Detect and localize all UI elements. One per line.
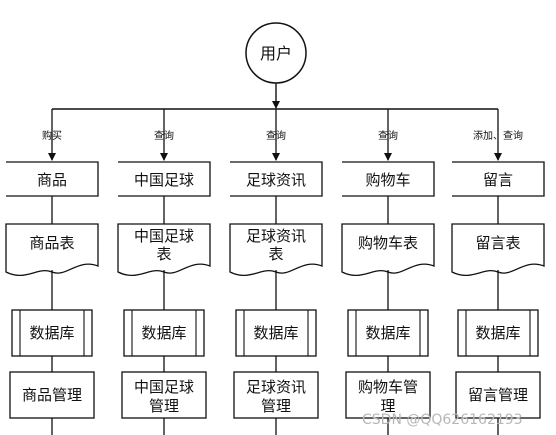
management-box [9,371,95,419]
management-label-line2: 管理 [149,397,179,415]
management-label-line1: 足球资讯 [246,378,306,396]
database-label: 数据库 [253,324,298,342]
table-label: 商品表 [29,234,74,252]
management-label-line2: 理 [380,397,395,415]
database-label: 数据库 [29,324,74,342]
table-label-line2: 表 [156,245,171,263]
management-label-line1: 中国足球 [134,378,194,396]
user-node-label: 用户 [260,44,292,63]
database-label: 数据库 [475,324,520,342]
management-label-line2: 管理 [261,397,291,415]
management-label-line1: 购物车管 [358,378,418,396]
table-label: 留言表 [475,234,520,252]
module-label: 购物车 [365,171,410,189]
database-box [347,309,429,357]
module-label: 留言 [483,171,513,189]
management-box [233,371,319,419]
edge-label: 查询 [154,129,174,142]
edge-label: 查询 [266,129,286,142]
edge-label: 购买 [42,129,62,142]
table-label-line1: 中国足球 [134,227,194,245]
management-box [345,371,431,419]
database-box [11,309,93,357]
management-label: 商品管理 [22,386,82,404]
edge-label: 添加、查询 [473,129,523,142]
module-label: 足球资讯 [246,171,306,189]
watermark: CSDN @QQ626162193 [362,412,523,428]
table-label-line2: 表 [268,245,283,263]
module-label: 中国足球 [134,171,194,189]
edge-label: 查询 [378,129,398,142]
management-label: 留言管理 [468,386,528,404]
database-label: 数据库 [365,324,410,342]
table-label-line1: 足球资讯 [246,227,306,245]
module-label: 商品 [37,171,67,189]
table-label: 购物车表 [358,234,418,252]
database-box [235,309,317,357]
management-box [121,371,207,419]
database-label: 数据库 [141,324,186,342]
database-box [123,309,205,357]
